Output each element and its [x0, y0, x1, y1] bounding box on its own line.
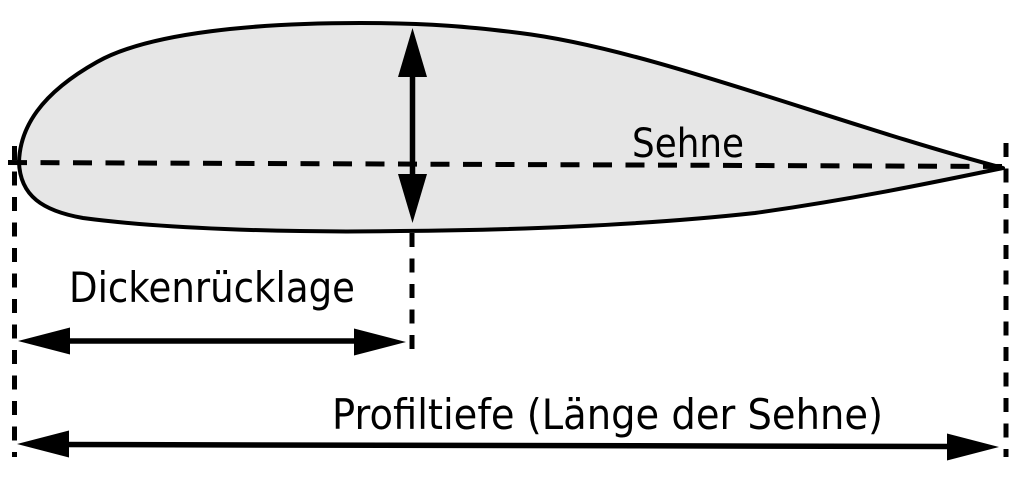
thickness-position-arrow-left-head	[18, 327, 70, 355]
airfoil-profile-shape	[17, 21, 1005, 234]
profile-depth-arrow-shaft	[57, 441, 953, 450]
profile-depth-double-arrow	[17, 430, 999, 461]
thickness-position-arrow-right-head	[354, 328, 406, 356]
thickness-position-double-arrow	[18, 327, 406, 356]
chord-dashed-line	[7, 160, 1008, 169]
chord-label: Sehne	[632, 121, 744, 167]
thickness-arrow-up-head	[398, 28, 427, 77]
profile-depth-arrow-right-head	[947, 433, 999, 461]
profile-depth-label: Profiltiefe (Länge der Sehne)	[332, 390, 883, 439]
profile-depth-arrow-left-head	[17, 430, 69, 458]
thickness-position-label: Dickenrücklage	[69, 263, 355, 312]
thickness-arrow-down-head	[398, 174, 427, 223]
thickness-double-arrow	[398, 28, 427, 223]
